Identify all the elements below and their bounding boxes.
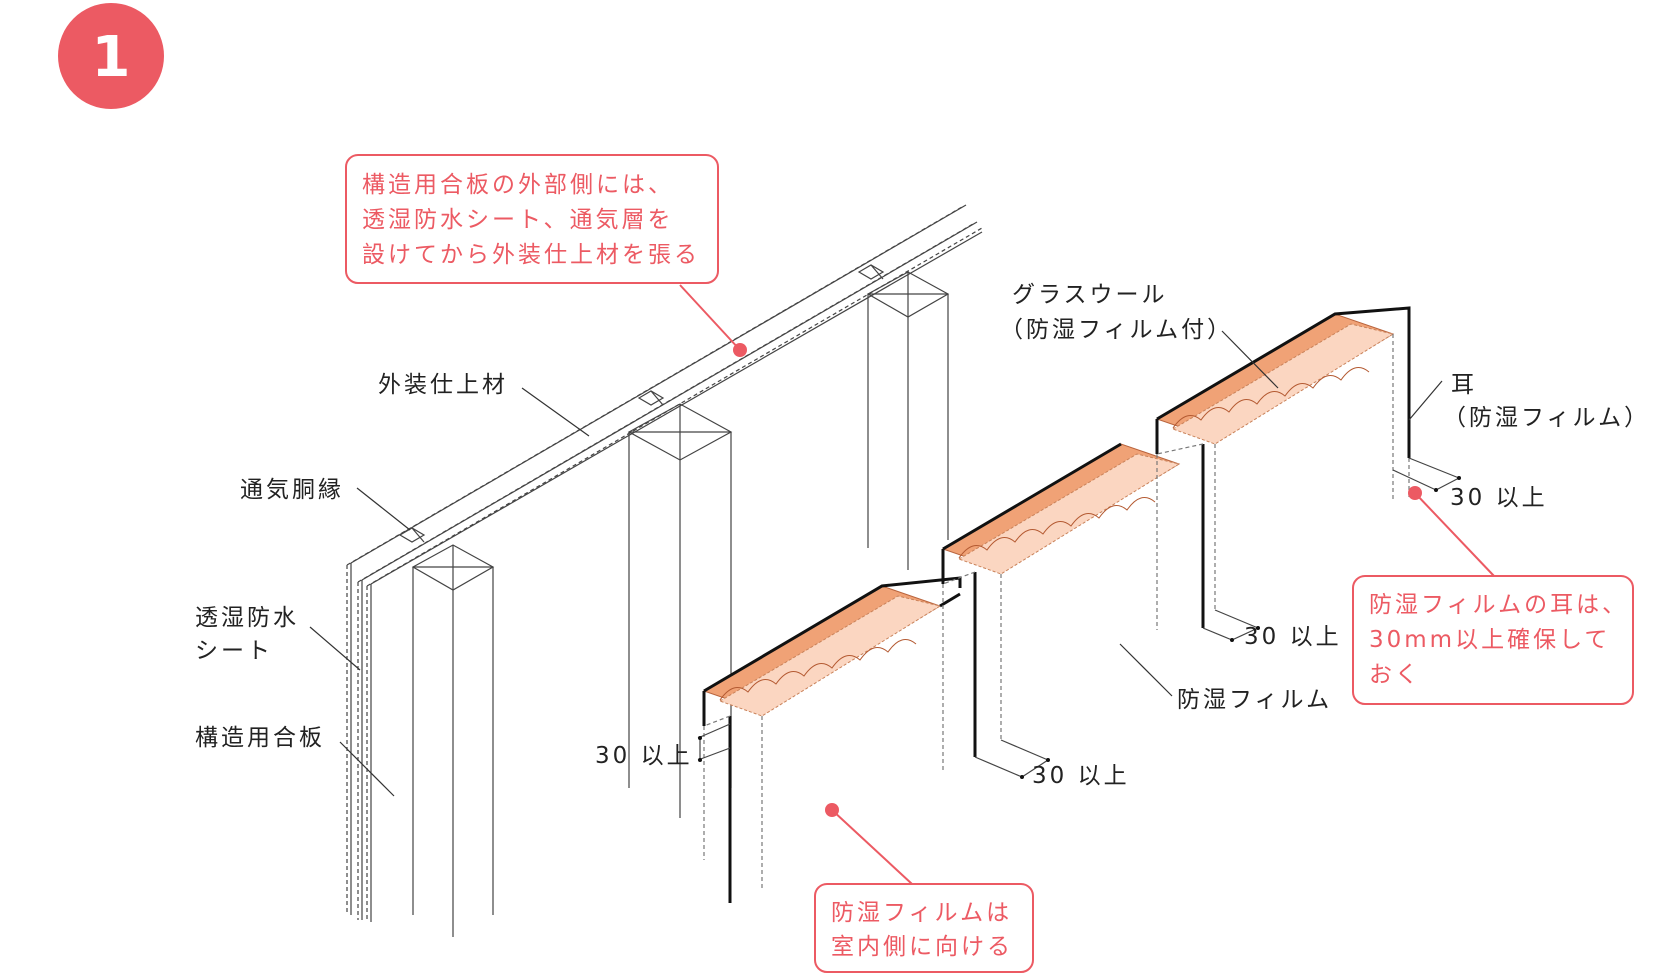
label-vapor-film: 防湿フィルム: [1177, 687, 1332, 713]
label-ear-line2: （防湿フィルム）: [1443, 405, 1650, 431]
label-glasswool-line1: グラスウール: [1012, 282, 1168, 308]
callout-top-line2: 透湿防水シート、通気層を: [362, 207, 674, 233]
callout-bottom-line2: 室内側に向ける: [831, 934, 1013, 960]
callout-top-line3: 設けてから外装仕上材を張る: [362, 242, 700, 268]
label-dim-30-d: 30 以上: [1450, 485, 1548, 511]
leader-lines: [309, 330, 1443, 797]
label-membrane-line1: 透湿防水: [195, 605, 299, 631]
step-badge: 1: [58, 3, 164, 109]
callout-bottom-line1: 防湿フィルムは: [831, 900, 1012, 926]
callout-right-line3: おく: [1369, 662, 1421, 688]
dimension-marks: [697, 457, 1461, 779]
callout-right: 防湿フィルムの耳は、 30mm以上確保して おく: [1352, 486, 1634, 705]
callout-right-line2: 30mm以上確保して: [1369, 627, 1610, 653]
callout-top: 構造用合板の外部側には、 透湿防水シート、通気層を 設けてから外装仕上材を張る: [345, 154, 747, 357]
wall-layers: [346, 204, 983, 922]
callout-bottom: 防湿フィルムは 室内側に向ける: [814, 803, 1034, 973]
label-dim-30-b: 30 以上: [1032, 763, 1130, 789]
label-furring: 通気胴縁: [240, 477, 344, 503]
stud-3: [866, 271, 950, 570]
label-dim-30-c: 30 以上: [1244, 624, 1342, 650]
label-exterior-finish: 外装仕上材: [378, 372, 508, 398]
label-dim-30-a: 30 以上: [595, 743, 693, 769]
step-number: 1: [92, 25, 131, 90]
label-plywood: 構造用合板: [195, 725, 325, 751]
glass-wool-batt-2: [941, 442, 1181, 770]
callout-top-line1: 構造用合板の外部側には、: [362, 172, 674, 198]
glass-wool-batt-1: [702, 576, 962, 903]
stud-1: [411, 544, 495, 937]
callout-right-line1: 防湿フィルムの耳は、: [1369, 592, 1628, 618]
label-membrane-line2: シート: [195, 638, 273, 664]
label-glasswool-line2: （防湿フィルム付）: [1000, 317, 1233, 343]
label-ear-line1: 耳: [1451, 372, 1477, 398]
